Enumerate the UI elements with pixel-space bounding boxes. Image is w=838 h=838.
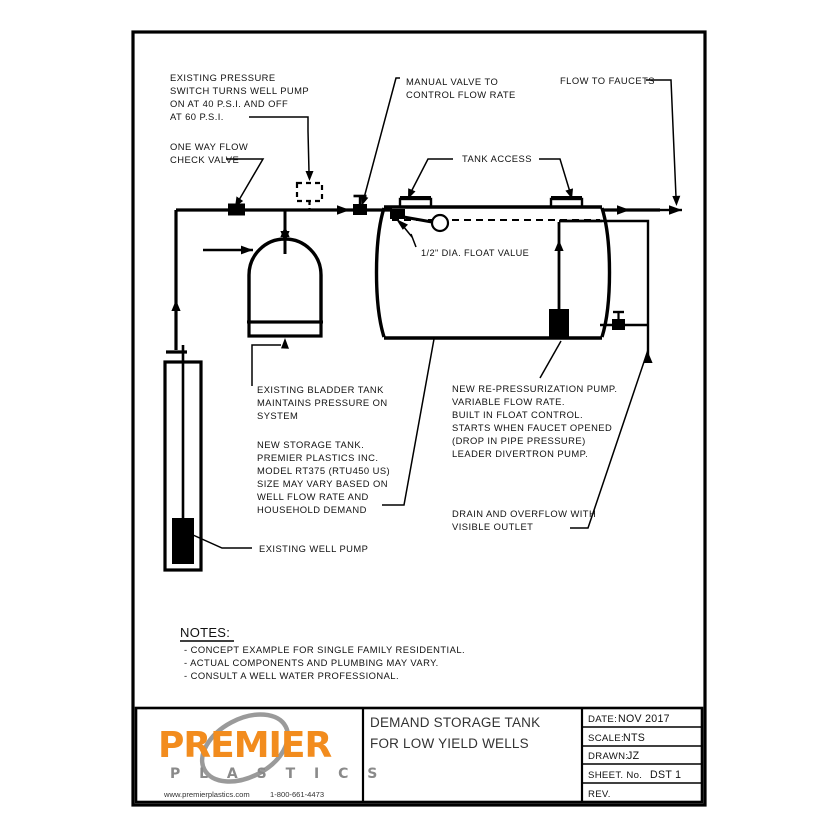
label-storage-tank-line-6: HOUSEHOLD DEMAND: [257, 504, 367, 515]
label-pressure-switch-line-2: SWITCH TURNS WELL PUMP: [170, 85, 309, 96]
manual-valve-body: [353, 204, 367, 215]
label-repress-pump-line-4: STARTS WHEN FAUCET OPENED: [452, 422, 612, 433]
annotation-text-group: EXISTING PRESSURE SWITCH TURNS WELL PUMP…: [170, 72, 655, 554]
label-pressure-switch-line-4: AT 60 P.S.I.: [170, 111, 224, 122]
logo-swoosh-icon: [199, 712, 291, 784]
field-label-date: DATE:: [588, 714, 617, 725]
flow-arrow-head-2: [337, 205, 350, 215]
leader-storage-tank: [382, 338, 435, 506]
drawing-border: [131, 30, 707, 807]
field-label-sheet: SHEET. No.: [588, 770, 642, 781]
title-block: PREMIER P L A S T I C S www.premierplast…: [134, 706, 704, 804]
float-valve-body: [390, 209, 405, 219]
drain-valve-body: [612, 319, 625, 330]
schematic-graphics: [163, 181, 682, 572]
field-label-scale: SCALE:: [588, 733, 624, 744]
note-item-2: - ACTUAL COMPONENTS AND PLUMBING MAY VAR…: [184, 657, 439, 668]
note-item-1: - CONCEPT EXAMPLE FOR SINGLE FAMILY RESI…: [184, 644, 465, 655]
label-repress-pump-line-2: VARIABLE FLOW RATE.: [452, 396, 565, 407]
field-value-drawn: JZ: [627, 750, 640, 762]
bladder-up-arrow: [280, 226, 290, 237]
label-repress-pump-line-3: BUILT IN FLOAT CONTROL.: [452, 409, 583, 420]
label-storage-tank-line-3: MODEL RT375 (RTU450 US): [257, 465, 390, 476]
label-check-valve-line-2: CHECK VALVE: [170, 154, 239, 165]
field-value-scale: NTS: [623, 732, 645, 744]
check-valve-symbol: [228, 203, 245, 216]
label-repress-pump-line-1: NEW RE-PRESSURIZATION PUMP.: [452, 383, 617, 394]
leader-arrow-tank-access-right: [565, 188, 573, 199]
field-label-drawn: DRAWN:: [588, 751, 628, 762]
label-storage-tank-line-5: WELL FLOW RATE AND: [257, 491, 369, 502]
leader-manual-valve: [363, 77, 400, 199]
bladder-tank-base: [247, 320, 323, 338]
leader-arrow-manual-valve: [360, 195, 369, 206]
leader-arrow-check-valve: [235, 196, 244, 207]
float-ball: [430, 213, 450, 233]
label-bladder-tank-line-3: SYSTEM: [257, 410, 298, 421]
leader-repress-pump: [539, 340, 562, 379]
flow-arrow-head-1: [241, 245, 253, 255]
leader-arrow-flow-faucets: [672, 195, 681, 206]
title-block-frame: [134, 706, 704, 804]
leader-arrow-tank-access-left: [408, 188, 416, 199]
notes-block: NOTES: - CONCEPT EXAMPLE FOR SINGLE FAMI…: [180, 625, 465, 681]
label-manual-valve-line-1: MANUAL VALVE TO: [406, 76, 498, 87]
leader-tank-access-right: [539, 158, 571, 193]
flow-arrow-head-3: [617, 205, 630, 215]
label-storage-tank-line-1: NEW STORAGE TANK.: [257, 439, 364, 450]
field-value-date: NOV 2017: [618, 713, 670, 725]
notes-heading: NOTES:: [180, 625, 230, 640]
leader-lines: [192, 77, 681, 549]
drawing-title-line-1: DEMAND STORAGE TANK: [370, 715, 540, 730]
label-repress-pump-line-6: LEADER DIVERTRON PUMP.: [452, 448, 588, 459]
tank-access-hatch-left-lid: [400, 196, 431, 200]
note-item-3: - CONSULT A WELL WATER PROFESSIONAL.: [184, 670, 399, 681]
label-drain-overflow-line-1: DRAIN AND OVERFLOW WITH: [452, 508, 596, 519]
leader-arrow-pressure-switch: [305, 171, 314, 181]
leader-well-pump: [192, 534, 252, 549]
leader-arrow-bladder-tank: [281, 338, 289, 349]
label-well-pump: EXISTING WELL PUMP: [259, 543, 368, 554]
tank-left-wall: [374, 207, 386, 338]
label-manual-valve-line-2: CONTROL FLOW RATE: [406, 89, 516, 100]
label-drain-overflow-line-2: VISIBLE OUTLET: [452, 521, 533, 532]
label-pressure-switch-line-3: ON AT 40 P.S.I. AND OFF: [170, 98, 288, 109]
well-pump-body: [172, 518, 194, 564]
label-pressure-switch-line-1: EXISTING PRESSURE: [170, 72, 276, 83]
leader-check-valve: [226, 158, 265, 201]
label-tank-access: TANK ACCESS: [462, 153, 532, 164]
tank-access-hatch-right-lid: [551, 196, 582, 200]
leader-drain-overflow: [570, 349, 649, 529]
label-repress-pump-line-5: (DROP IN PIPE PRESSURE): [452, 435, 586, 446]
drawing-title-line-2: FOR LOW YIELD WELLS: [370, 736, 529, 751]
label-flow-to-faucets: FLOW TO FAUCETS: [560, 75, 655, 86]
label-check-valve-line-1: ONE WAY FLOW: [170, 141, 248, 152]
leader-bladder-tank: [251, 344, 281, 386]
logo-website: www.premierplastics.com: [163, 790, 250, 799]
leader-pressure-switch: [249, 116, 310, 173]
leader-flow-faucets: [646, 79, 677, 198]
leader-float-valve-2: [398, 220, 413, 238]
field-value-sheet: DST 1: [650, 769, 681, 781]
label-bladder-tank-line-2: MAINTAINS PRESSURE ON: [257, 397, 388, 408]
drain-overflow-pipe: [602, 219, 650, 355]
drain-flow-arrow: [643, 352, 653, 363]
logo-wordmark: PREMIER: [158, 725, 332, 766]
label-float-valve: 1/2" DIA. FLOAT VALUE: [421, 248, 529, 258]
logo-subwordmark: P L A S T I C S: [170, 766, 384, 782]
leader-tank-access-left: [410, 158, 453, 193]
label-storage-tank-line-2: PREMIER PLASTICS INC.: [257, 452, 378, 463]
pump-flow-arrow: [554, 240, 564, 251]
field-label-rev: REV.: [588, 789, 611, 800]
label-bladder-tank-line-1: EXISTING BLADDER TANK: [257, 384, 384, 395]
float-valve-arm: [397, 214, 433, 224]
logo-phone: 1-800-661-4473: [270, 790, 324, 799]
flow-arrow-riser: [171, 300, 181, 311]
repressurization-pump: [549, 309, 569, 339]
label-storage-tank-line-4: SIZE MAY VARY BASED ON: [257, 478, 388, 489]
